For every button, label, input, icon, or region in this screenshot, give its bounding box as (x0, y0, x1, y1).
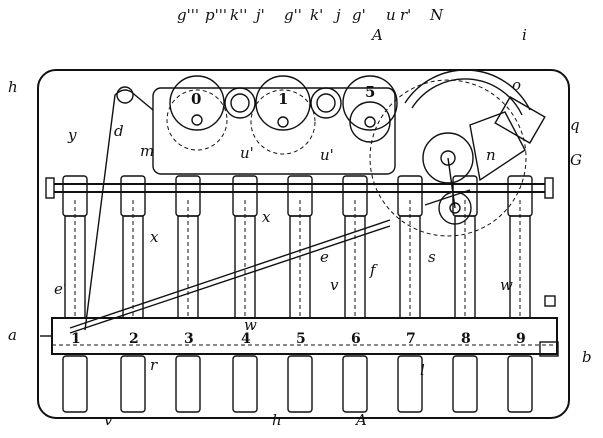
key-number-4: 4 (241, 331, 251, 347)
label-f: f (369, 261, 378, 279)
key-number-3: 3 (184, 331, 194, 347)
label-l: l (420, 361, 425, 379)
label-G: G (570, 151, 582, 169)
key-number-1: 1 (71, 331, 81, 347)
label-o: o (512, 76, 521, 94)
label-e: e (320, 248, 329, 266)
label-u1: u' (240, 144, 254, 162)
label-u2: u' (320, 146, 334, 164)
dial-digit-5: 5 (365, 83, 375, 101)
key-number-8: 8 (461, 331, 471, 347)
key-lever (120, 175, 146, 413)
label-i: i (522, 26, 527, 44)
label-y: y (67, 126, 77, 144)
label-b: b (582, 348, 592, 366)
label-h-top: h (8, 78, 18, 96)
key-lever (507, 175, 533, 413)
label-g2: g'' (284, 6, 302, 24)
label-A-top: A (370, 26, 383, 44)
key-number-5: 5 (296, 331, 306, 347)
label-n: n (486, 146, 496, 164)
label-A-bottom: A (354, 411, 367, 429)
counter-housing (152, 87, 396, 175)
label-r-bottom: r (150, 356, 158, 374)
key-lever (232, 175, 258, 413)
label-s: s (428, 248, 436, 266)
key-lever (342, 175, 368, 413)
counter-wheels (166, 75, 398, 155)
main-gear-wheel (369, 69, 546, 237)
key-levers (62, 175, 533, 413)
label-w: w (500, 276, 513, 294)
label-u: u (386, 6, 396, 24)
key-number-2: 2 (129, 331, 139, 347)
key-lever (287, 175, 313, 413)
label-x1: x (150, 228, 159, 246)
label-j: j (333, 6, 341, 24)
label-p3: p''' (205, 6, 227, 24)
label-d: d (114, 122, 124, 140)
label-k1: k' (310, 6, 323, 24)
key-number-9: 9 (516, 331, 526, 347)
label-r1: r' (400, 6, 411, 24)
label-k2: k'' (230, 6, 247, 24)
label-g1: g' (352, 6, 366, 24)
key-lever (452, 175, 478, 413)
reference-labels: g''' p''' k'' j' g'' k' j g' A u r' N i … (8, 6, 592, 429)
label-a: a (8, 326, 17, 344)
label-e1: e' (54, 280, 67, 298)
key-lever (397, 175, 423, 413)
base-plate (37, 69, 570, 419)
label-q: q (570, 116, 580, 134)
dial-digit-1: 1 (278, 90, 288, 108)
label-g3: g''' (177, 6, 199, 24)
label-x2: x (262, 208, 271, 226)
dial-digit-0: 0 (191, 90, 201, 108)
key-number-6: 6 (351, 331, 361, 347)
label-N: N (429, 6, 444, 24)
label-h-bottom: h (272, 411, 282, 429)
label-w2: w (244, 316, 257, 334)
label-m: m (140, 142, 154, 160)
label-v-bottom: v (104, 411, 113, 429)
pin-rod (84, 89, 154, 331)
label-j1: j' (253, 6, 265, 24)
key-number-7: 7 (406, 331, 416, 347)
label-v: v (330, 276, 339, 294)
